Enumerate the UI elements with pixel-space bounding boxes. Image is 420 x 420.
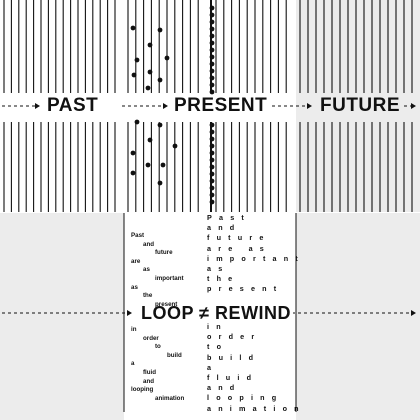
dot <box>147 69 153 75</box>
right-word: the <box>207 274 240 284</box>
dot <box>209 171 215 177</box>
dot <box>209 129 215 135</box>
lower-right-panel <box>296 213 420 420</box>
dot <box>164 55 170 61</box>
left-word: important <box>155 275 184 282</box>
dot <box>209 26 215 32</box>
left-word: the <box>143 292 153 300</box>
arrow-head-icon <box>127 310 132 316</box>
dot <box>209 12 215 18</box>
left-word: as <box>131 283 138 291</box>
label-present: PRESENT <box>172 95 270 117</box>
dot <box>209 68 215 74</box>
left-word: looping <box>131 386 154 394</box>
dot <box>157 122 163 128</box>
dot <box>157 77 163 83</box>
dot <box>147 42 153 48</box>
dot <box>209 61 215 67</box>
left-word: animation <box>155 394 185 402</box>
arrow-head-icon <box>163 103 168 109</box>
dot <box>209 47 215 53</box>
dot <box>145 85 151 91</box>
left-word: are <box>131 257 141 265</box>
arrow-head-icon <box>411 310 416 316</box>
right-word: looping <box>207 393 284 403</box>
dot <box>209 40 215 46</box>
dot <box>209 122 215 128</box>
dot <box>209 143 215 149</box>
left-word: Past <box>131 232 145 239</box>
dot <box>209 5 215 11</box>
left-word: to <box>155 343 161 351</box>
dot <box>130 150 136 156</box>
right-word: are as <box>207 243 271 253</box>
left-word: present <box>155 300 178 308</box>
left-word: build <box>167 351 182 359</box>
left-word: in <box>131 326 137 333</box>
lower-left-panel <box>0 213 124 420</box>
right-word: a <box>207 362 219 372</box>
right-word: animation <box>207 403 306 413</box>
dot <box>209 82 215 88</box>
dot <box>209 54 215 60</box>
left-word: a <box>131 360 135 368</box>
dot <box>145 162 151 168</box>
right-word: to <box>207 342 229 352</box>
right-word: build <box>207 352 261 362</box>
dot <box>160 162 166 168</box>
dot <box>209 185 215 191</box>
dot <box>130 170 136 176</box>
dot <box>134 57 140 63</box>
dot <box>134 119 140 125</box>
dot <box>209 164 215 170</box>
dot <box>172 143 178 149</box>
label-loop-rewind: LOOP ≠ REWIND <box>139 302 294 324</box>
right-word: fluid <box>207 373 259 382</box>
arrow-head-icon <box>411 103 416 109</box>
dot <box>157 180 163 186</box>
right-word: Past <box>207 213 251 222</box>
arrow-head-icon <box>307 103 312 109</box>
dot <box>131 72 137 78</box>
dot <box>157 27 163 33</box>
dot <box>209 33 215 39</box>
dot <box>147 137 153 143</box>
right-word: and <box>207 383 242 393</box>
dot <box>209 89 215 95</box>
dot <box>209 199 215 205</box>
label-past: PAST <box>45 95 101 117</box>
left-word: and <box>143 377 155 385</box>
dot <box>209 136 215 142</box>
dot <box>209 192 215 198</box>
dot <box>209 75 215 81</box>
right-word: and <box>207 223 242 233</box>
dot <box>209 150 215 156</box>
arrow-head-icon <box>35 103 40 109</box>
left-word: fluid <box>143 369 157 376</box>
dot <box>209 178 215 184</box>
left-word: future <box>155 249 173 257</box>
dot <box>209 19 215 25</box>
left-word: order <box>143 334 159 342</box>
left-word: and <box>143 240 155 248</box>
right-word: important <box>207 253 305 263</box>
right-word: in <box>207 322 228 331</box>
right-word: order <box>207 332 262 342</box>
right-word: as <box>207 264 230 273</box>
right-word: future <box>207 233 271 243</box>
dot <box>209 157 215 163</box>
left-word: as <box>143 266 150 274</box>
dot <box>130 25 136 31</box>
label-future: FUTURE <box>318 95 403 117</box>
right-word: present <box>207 284 284 294</box>
